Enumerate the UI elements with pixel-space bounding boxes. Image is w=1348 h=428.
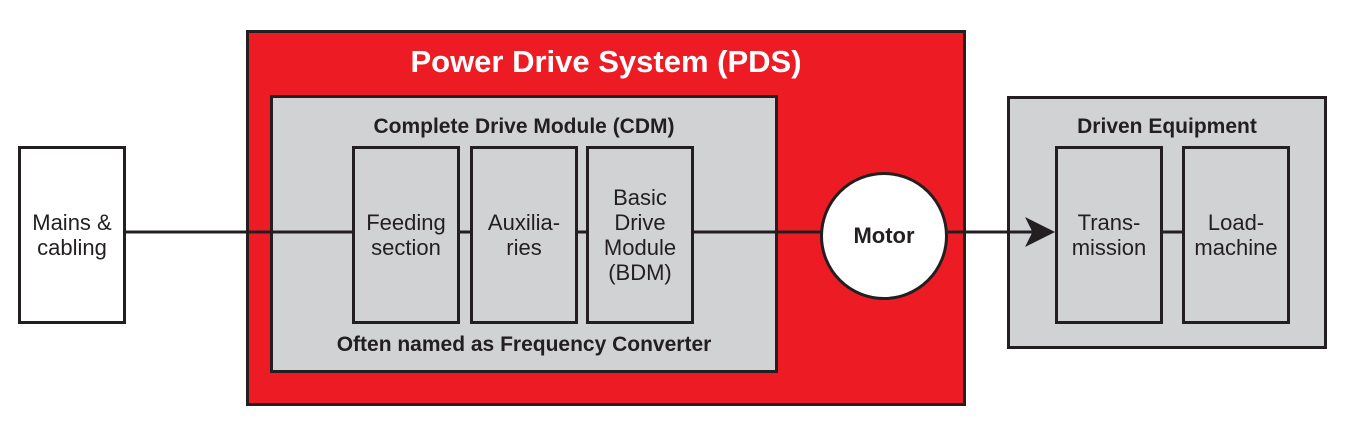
driven-equipment-title: Driven Equipment — [1077, 115, 1257, 138]
motor-circle: Motor — [820, 172, 948, 300]
mains-cabling-box: Mains & cabling — [18, 146, 126, 324]
feeding-section-block: Feeding section — [352, 146, 460, 324]
basic-drive-module-block: Basic Drive Module (BDM) — [586, 146, 694, 324]
load-machine-block: Load- machine — [1182, 146, 1290, 324]
cdm-title: Complete Drive Module (CDM) — [373, 115, 675, 138]
pds-title: Power Drive System (PDS) — [410, 44, 802, 79]
cdm-footer: Often named as Frequency Converter — [336, 333, 712, 356]
transmission-block: Trans- mission — [1055, 146, 1163, 324]
auxiliaries-block: Auxilia- ries — [470, 146, 578, 324]
